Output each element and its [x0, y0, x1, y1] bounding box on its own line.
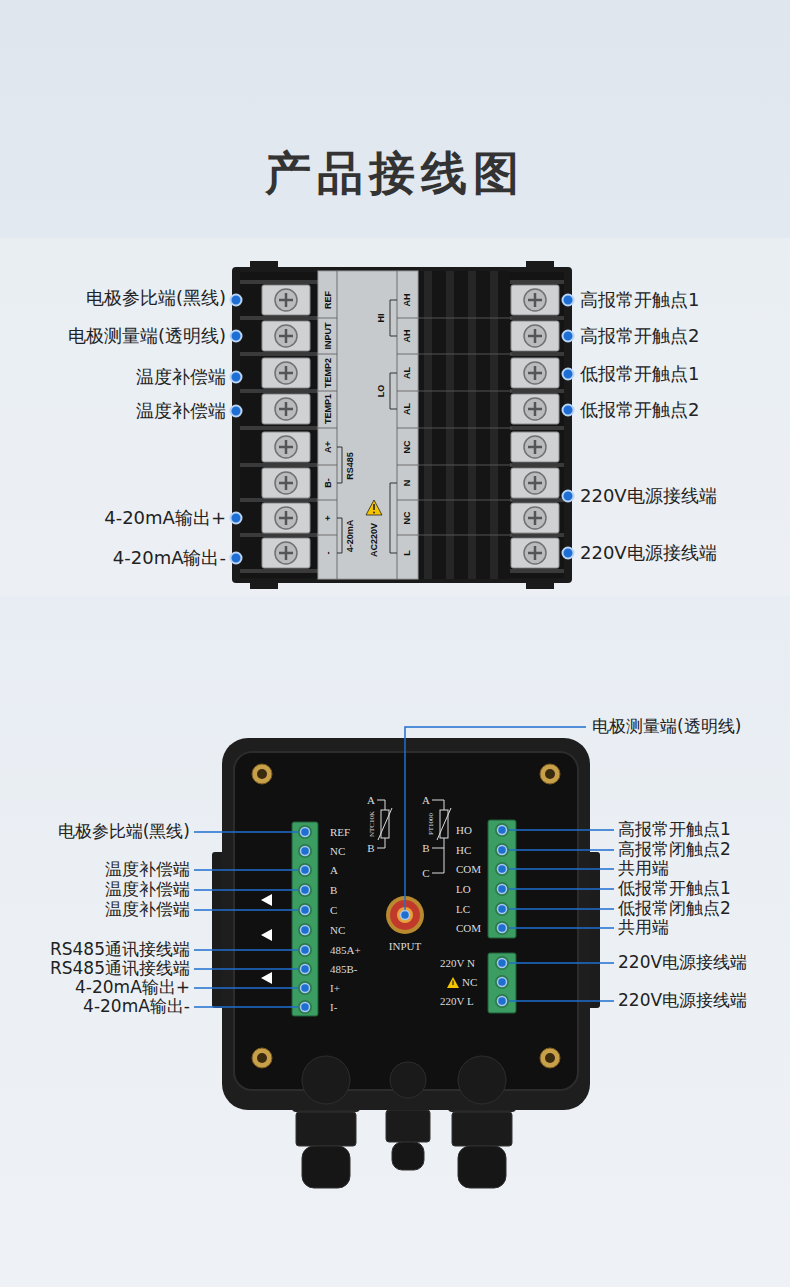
terminal-mark: NC [403, 441, 412, 454]
terminal-mark: B- [324, 478, 333, 488]
callout-label: 4-20mA输出- [113, 548, 226, 569]
terminal-pin [298, 823, 509, 1014]
callout-label: 电极测量端(透明线) [68, 326, 226, 347]
callout-label: 高报常开触点1 [580, 290, 699, 311]
sensor-label: NTC10K [369, 811, 376, 837]
callout-label: 220V电源接线端 [618, 991, 747, 1011]
callout-label: 220V电源接线端 [580, 543, 717, 564]
terminal-mark: AL [403, 403, 412, 415]
callout-label: 高报常开触点2 [580, 326, 699, 347]
callout-label: 电极测量端(透明线) [592, 717, 741, 737]
terminal-mark: AH [403, 330, 412, 343]
board-label: COM [456, 864, 481, 875]
callout-label: 220V电源接线端 [618, 953, 747, 973]
callout-label: 共用端 [618, 859, 669, 879]
callout-label: 温度补偿端 [105, 860, 190, 880]
terminal-mark: - [324, 552, 333, 555]
terminal-mark: + [324, 515, 333, 520]
board-label: 485A+ [330, 945, 361, 956]
board-label: HC [456, 845, 471, 856]
board-label: B [367, 843, 374, 854]
callout-label: 低报常开触点2 [580, 400, 699, 421]
board-label: A [367, 795, 375, 806]
board-label: C [422, 868, 429, 879]
terminal-mark: TEMP2 [324, 358, 333, 388]
callout-label: 低报常开触点1 [618, 879, 731, 899]
board-label: REF [330, 827, 350, 838]
terminal-mark: A+ [324, 441, 333, 453]
sensor-label: PT1000 [428, 813, 435, 835]
terminal-mark: AL [403, 367, 412, 379]
callout-label: RS485通讯接线端 [50, 940, 190, 960]
callout-label: 4-20mA输出+ [104, 508, 226, 529]
callout-label: 高报常开触点1 [618, 820, 731, 840]
callout-label: 共用端 [618, 918, 669, 938]
callout-label: 低报常开触点1 [580, 364, 699, 385]
terminal-mark: NC [403, 512, 412, 525]
terminal-mark: AC220V [370, 523, 379, 557]
terminal-mark: HI [377, 314, 386, 323]
callout-dot [231, 295, 574, 564]
panel-meter [232, 261, 572, 589]
terminal-mark: LO [377, 385, 386, 398]
callout-label: 电极参比端(黑线) [58, 822, 190, 842]
terminal-mark: INPUT [324, 323, 333, 350]
board-label: I+ [330, 983, 340, 994]
callout-label: 温度补偿端 [136, 401, 226, 422]
board-label: INPUT [389, 941, 421, 952]
board-label: COM [456, 923, 481, 934]
board-label: C [330, 905, 337, 916]
board-label: NC [330, 846, 345, 857]
board-label: 485B- [330, 964, 358, 975]
board-label: B [422, 843, 429, 854]
board-label: LO [456, 884, 471, 895]
leader-line [194, 727, 614, 1007]
board-label: LC [456, 904, 470, 915]
terminal-mark: L [403, 550, 412, 556]
board-label: I- [330, 1002, 337, 1013]
callout-label: 4-20mA输出- [83, 997, 190, 1017]
callout-label: 高报常闭触点2 [618, 840, 731, 860]
terminal-mark: TEMP1 [324, 394, 333, 424]
callout-label: 4-20mA输出+ [75, 978, 190, 998]
board-label: A [422, 795, 430, 806]
board-label: A [330, 865, 338, 876]
callout-label: 温度补偿端 [105, 900, 190, 920]
terminal-mark: 4-20mA [346, 520, 355, 553]
board-label: 220V L [440, 996, 474, 1007]
board-label: HO [456, 825, 472, 836]
callout-label: 电极参比端(黑线) [86, 288, 226, 309]
terminal-mark: N [403, 480, 412, 487]
board-label: NC [330, 925, 345, 936]
terminal-mark: AH [403, 294, 412, 307]
band [0, 238, 790, 596]
callout-label: 温度补偿端 [136, 367, 226, 388]
callout-label: RS485通讯接线端 [50, 959, 190, 979]
board-label: NC [462, 977, 477, 988]
terminal-mark: RS485 [346, 452, 355, 480]
callout-label: 温度补偿端 [105, 880, 190, 900]
callout-label: 低报常闭触点2 [618, 899, 731, 919]
board-label: 220V N [440, 958, 475, 969]
callout-label: 220V电源接线端 [580, 486, 717, 507]
terminal-mark: REF [324, 291, 333, 309]
page-title: 产品接线图 [0, 147, 790, 200]
board-label: B [330, 885, 337, 896]
